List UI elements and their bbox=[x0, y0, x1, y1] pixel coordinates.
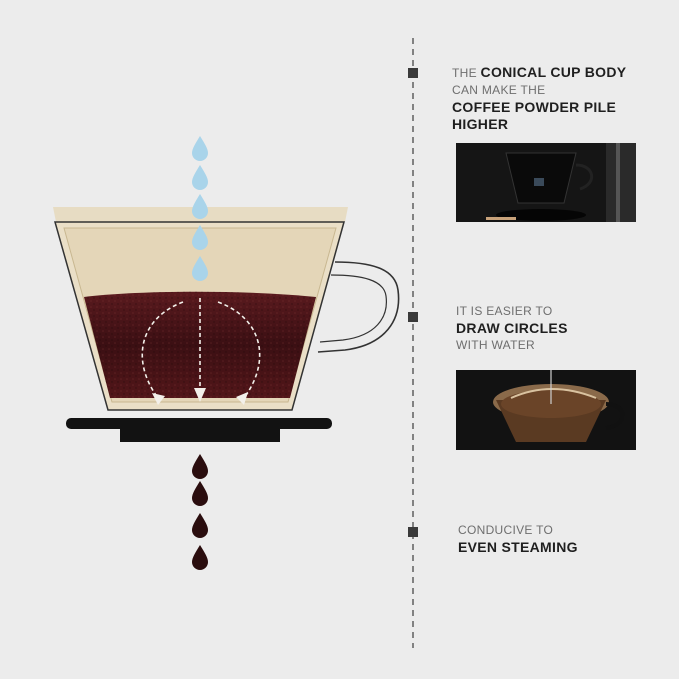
feature-1-line-3: COFFEE POWDER PILE bbox=[452, 99, 617, 115]
feature-1-prefix: THE bbox=[452, 66, 481, 80]
pour-over-photo bbox=[456, 370, 636, 450]
feature-1-highlight: CONICAL CUP BODY bbox=[480, 64, 627, 80]
feature-2-line-2: DRAW CIRCLES bbox=[456, 320, 568, 336]
coffee-drop-icon bbox=[192, 454, 208, 479]
water-drop-icon bbox=[192, 136, 208, 161]
water-drops bbox=[192, 136, 208, 281]
timeline-marker-icon bbox=[408, 312, 418, 322]
flow-arrows bbox=[141, 298, 261, 399]
feature-3-line-1: CONDUCIVE TO bbox=[458, 523, 554, 537]
water-drop-icon bbox=[192, 194, 208, 219]
feature-3-line-2: EVEN STEAMING bbox=[458, 539, 578, 555]
coffee-drop-icon bbox=[192, 513, 208, 538]
dripper-foot bbox=[120, 429, 280, 442]
cup-handle bbox=[317, 261, 400, 353]
feature-2-line-1: IT IS EASIER TO bbox=[456, 304, 553, 318]
water-drop-icon bbox=[192, 165, 208, 190]
feature-1-line-2: CAN MAKE THE bbox=[452, 83, 546, 97]
coffee-drop-icon bbox=[192, 545, 208, 570]
feature-even-steaming: CONDUCIVE TO EVEN STEAMING bbox=[458, 522, 658, 556]
water-drop-icon bbox=[192, 225, 208, 250]
dripper-base-plate bbox=[66, 418, 332, 429]
timeline-marker-icon bbox=[408, 527, 418, 537]
feature-draw-circles: IT IS EASIER TO DRAW CIRCLES WITH WATER bbox=[456, 303, 656, 354]
feature-2-line-3: WITH WATER bbox=[456, 338, 535, 352]
feature-conical-cup-body: THE CONICAL CUP BODY CAN MAKE THE COFFEE… bbox=[452, 64, 652, 133]
water-drop-icon bbox=[192, 256, 208, 281]
coffee-drop-icon bbox=[192, 481, 208, 506]
feature-1-line-4: HIGHER bbox=[452, 116, 509, 132]
timeline-marker-icon bbox=[408, 68, 418, 78]
coffee-drops bbox=[192, 454, 208, 570]
dripper-photo bbox=[456, 143, 636, 222]
